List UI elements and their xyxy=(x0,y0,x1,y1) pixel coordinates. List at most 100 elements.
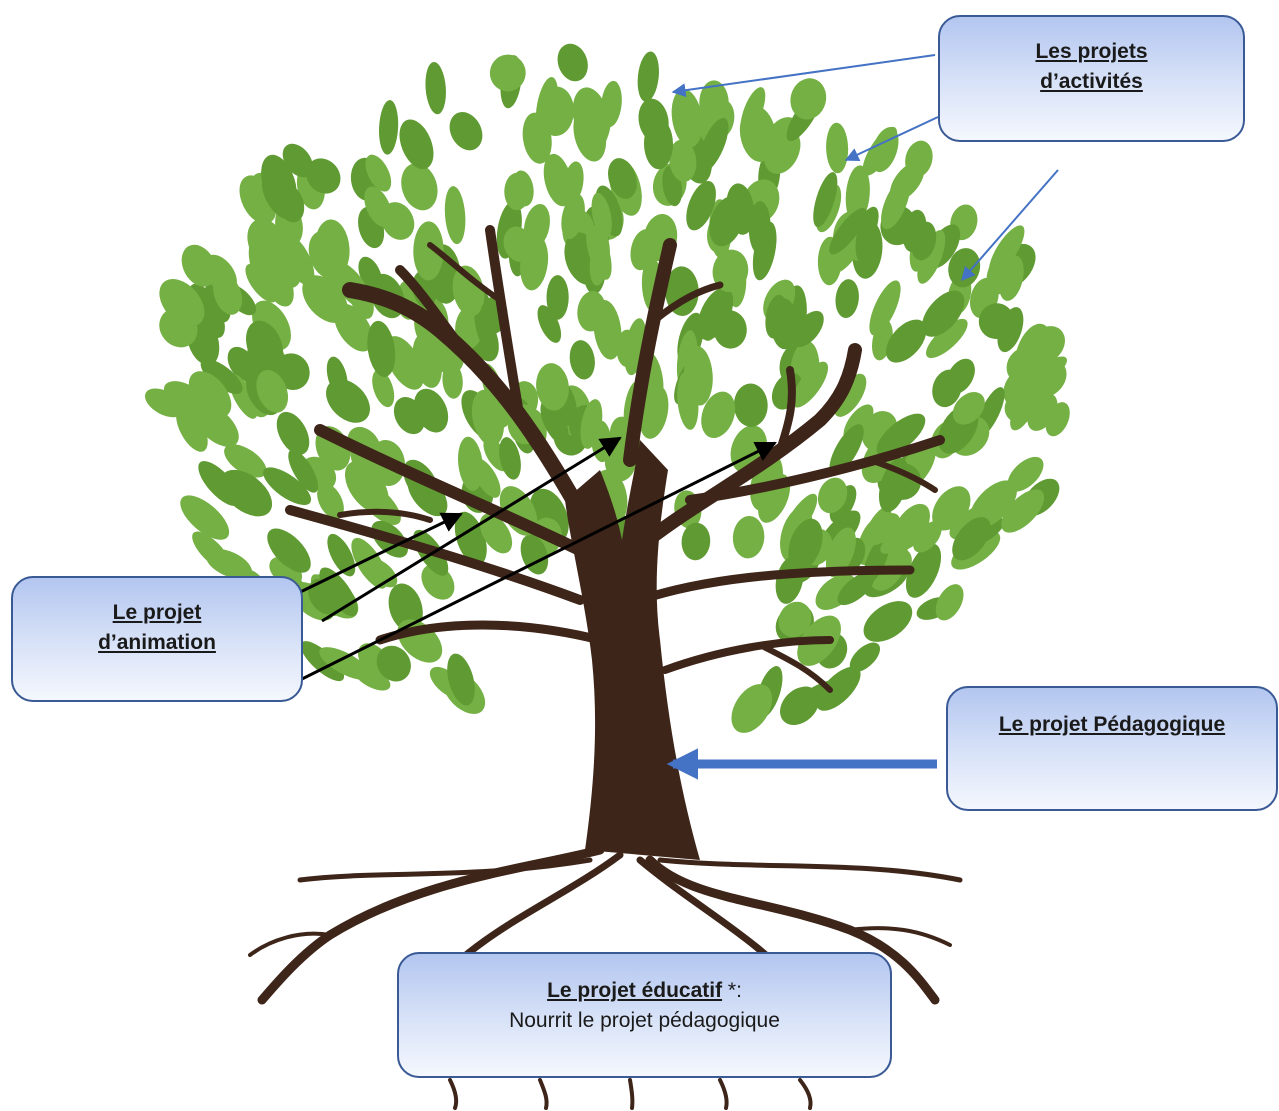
leaf xyxy=(780,686,820,726)
leaf xyxy=(701,391,736,439)
leaf xyxy=(537,305,562,343)
leaf xyxy=(452,265,485,317)
leaf xyxy=(731,684,773,733)
leaf xyxy=(288,449,319,493)
leaf xyxy=(778,601,812,638)
leaf xyxy=(791,310,824,348)
leaf xyxy=(512,170,534,207)
leaf xyxy=(1004,387,1043,423)
arrow-animation-1 xyxy=(289,512,463,599)
leaf xyxy=(733,383,768,427)
leaf xyxy=(825,527,856,578)
leaf xyxy=(586,224,612,280)
leaf xyxy=(905,543,942,598)
leaf xyxy=(969,480,1017,529)
tree-trunk xyxy=(565,440,700,860)
callout-title: Le projet d’animation xyxy=(98,601,216,655)
leaf xyxy=(829,207,867,255)
callout-title: Le projet Pédagogique xyxy=(998,713,1226,736)
leaf xyxy=(447,653,475,706)
callout-title: Les projets d’activités xyxy=(1035,40,1148,94)
leaf xyxy=(282,234,315,286)
leaf xyxy=(788,518,823,571)
leaf xyxy=(458,436,483,491)
leaf xyxy=(479,513,513,554)
leaf xyxy=(569,340,595,380)
leaf xyxy=(591,192,612,239)
leaf xyxy=(261,173,295,220)
leaf xyxy=(932,369,962,408)
arrow-activites-1 xyxy=(671,54,936,98)
leaf xyxy=(935,584,964,621)
leaf xyxy=(302,275,348,323)
leaf xyxy=(205,548,252,579)
leaf xyxy=(616,329,638,367)
leaf xyxy=(306,158,341,194)
leaf xyxy=(886,319,927,363)
leaf xyxy=(671,89,703,148)
callout-projets-activites: Les projets d’activités xyxy=(938,15,1245,142)
callout-projet-pedagogique: Le projet Pédagogique xyxy=(946,686,1278,811)
leaf xyxy=(327,533,356,577)
leaf xyxy=(573,106,607,162)
leaf xyxy=(412,333,443,388)
leaf xyxy=(540,399,569,445)
callout-projet-animation: Le projet d’animation xyxy=(11,576,303,702)
leaf xyxy=(855,214,876,265)
leaf xyxy=(697,287,734,341)
leaf xyxy=(829,424,864,475)
leaf xyxy=(523,204,550,249)
leaf xyxy=(449,112,483,151)
leaf xyxy=(932,486,971,531)
leaf xyxy=(401,163,438,211)
arrow-activites-2 xyxy=(844,116,939,162)
leaf xyxy=(176,405,208,452)
leaf xyxy=(608,158,637,199)
arrow-animation-3 xyxy=(301,441,777,681)
arrow-activites-3 xyxy=(961,169,1059,282)
leaf xyxy=(862,512,901,546)
leaf xyxy=(732,516,765,559)
leaf xyxy=(681,522,711,561)
leaf xyxy=(546,275,569,320)
leaf xyxy=(917,230,946,284)
leaf xyxy=(535,77,558,135)
leaf xyxy=(499,437,521,480)
leaf xyxy=(520,235,549,291)
leaf xyxy=(536,363,569,411)
leaf xyxy=(144,388,184,418)
arrow-animation-2 xyxy=(321,436,622,623)
leaf xyxy=(952,517,991,561)
leaf xyxy=(643,118,674,170)
leaf xyxy=(686,181,716,231)
leaf xyxy=(677,372,699,430)
leaf xyxy=(792,361,829,408)
leaf xyxy=(247,338,281,380)
leaf xyxy=(282,143,313,178)
callout-caption: Nourrit le projet pédagogique xyxy=(509,1009,780,1033)
leaf xyxy=(637,51,659,102)
leaf xyxy=(669,139,697,182)
leaf xyxy=(826,122,849,174)
leaf xyxy=(833,373,867,417)
leaf xyxy=(274,353,310,391)
leaf xyxy=(1001,489,1045,533)
callout-projet-educatif: Le projet éducatif *: Nourrit le projet … xyxy=(397,952,892,1078)
leaf xyxy=(193,403,239,447)
leaf xyxy=(263,467,312,505)
leaf xyxy=(835,279,859,319)
leaf xyxy=(997,307,1024,353)
leaf xyxy=(317,483,344,520)
leaf xyxy=(988,225,1025,276)
leaf xyxy=(489,54,526,92)
leaf xyxy=(902,209,927,253)
leaf xyxy=(213,273,243,315)
leaf xyxy=(372,369,395,408)
leaf xyxy=(881,177,910,230)
leaf xyxy=(739,105,776,162)
tree-branches xyxy=(285,225,945,693)
leaf xyxy=(698,117,729,173)
leaf xyxy=(399,119,434,170)
leaf xyxy=(952,392,985,425)
